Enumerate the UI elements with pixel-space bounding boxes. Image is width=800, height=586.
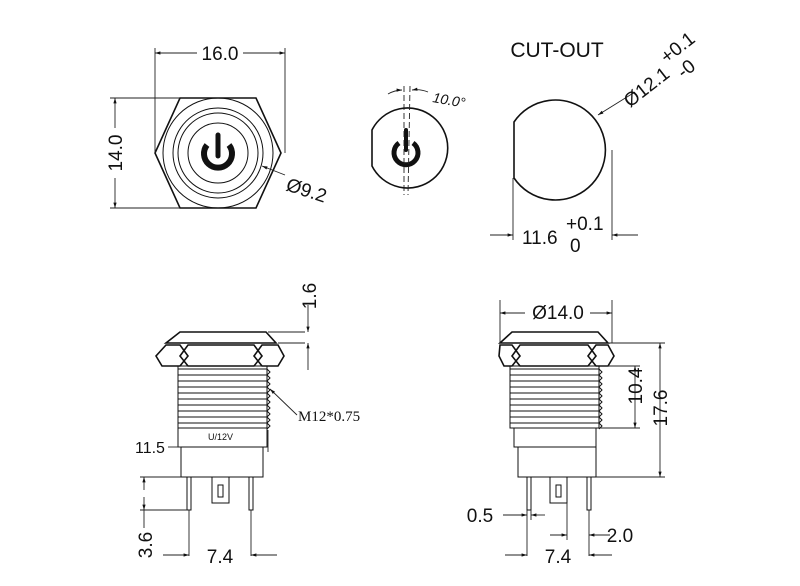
thread-line: [510, 386, 603, 394]
thread-spec: M12*0.75: [298, 409, 360, 425]
cutout-flat-dimension: 11.6: [522, 228, 558, 249]
side-view-right: Ø14.0 10.4 17.6 0.5 2.0 7.4: [467, 300, 672, 568]
thread-line: [510, 380, 603, 388]
thread-line: [510, 368, 603, 376]
front-view: 16.0 14.0 Ø9.2: [106, 44, 329, 209]
thread-line: [178, 398, 271, 406]
pin-length-dimension: 3.6: [136, 532, 157, 558]
body-dimension: 11.5: [135, 440, 165, 457]
thread-line: [178, 374, 271, 382]
thread-line: [178, 416, 271, 424]
cutout-view: CUT-OUT 11.6 +0.1 0 Ø12.1 +0.1 -0: [490, 28, 700, 257]
thread-line: [178, 368, 271, 376]
side-view-left: U/12V 1.6 M12*0.75 11.5 3.6 7.4: [135, 283, 360, 568]
width-dimension: 16.0: [202, 44, 239, 65]
thread-line: [510, 416, 603, 424]
thread-line: [510, 374, 603, 382]
thread-line: [178, 380, 271, 388]
angle-view: 10.0°: [371, 85, 467, 196]
thread-line: [510, 410, 603, 418]
thread: [509, 365, 603, 430]
thread-length-dimension: 10.4: [626, 367, 647, 404]
thread-line: [178, 392, 271, 400]
thread-line: [178, 410, 271, 418]
angle-dimension: 10.0°: [431, 89, 467, 111]
voltage-marking: U/12V: [208, 432, 233, 442]
thread-line: [178, 404, 271, 412]
thread-line: [178, 386, 271, 394]
diameter-dimension: Ø9.2: [283, 175, 329, 208]
thread: [177, 365, 271, 430]
pin-width-dimension: 0.5: [467, 506, 493, 527]
thread-line: [510, 392, 603, 400]
cutout-diameter: Ø12.1: [620, 64, 674, 112]
pin-offset-dimension: 2.0: [607, 526, 633, 547]
thread-line: [510, 404, 603, 412]
pin-spacing-dimension: 7.4: [545, 547, 572, 568]
power-icon: [201, 132, 235, 171]
thread-line: [178, 422, 271, 430]
pin-spacing-dimension: 7.4: [207, 547, 234, 568]
head-height-dimension: 1.6: [300, 283, 321, 309]
thread-line: [510, 422, 603, 430]
total-length-dimension: 17.6: [651, 390, 672, 427]
height-dimension: 14.0: [106, 135, 127, 172]
diameter-dimension: Ø14.0: [532, 303, 584, 324]
cutout-flat-tol-minus: 0: [570, 236, 581, 257]
cutout-title: CUT-OUT: [510, 39, 603, 62]
cutout-flat-tol-plus: +0.1: [566, 214, 604, 235]
thread-line: [510, 398, 603, 406]
